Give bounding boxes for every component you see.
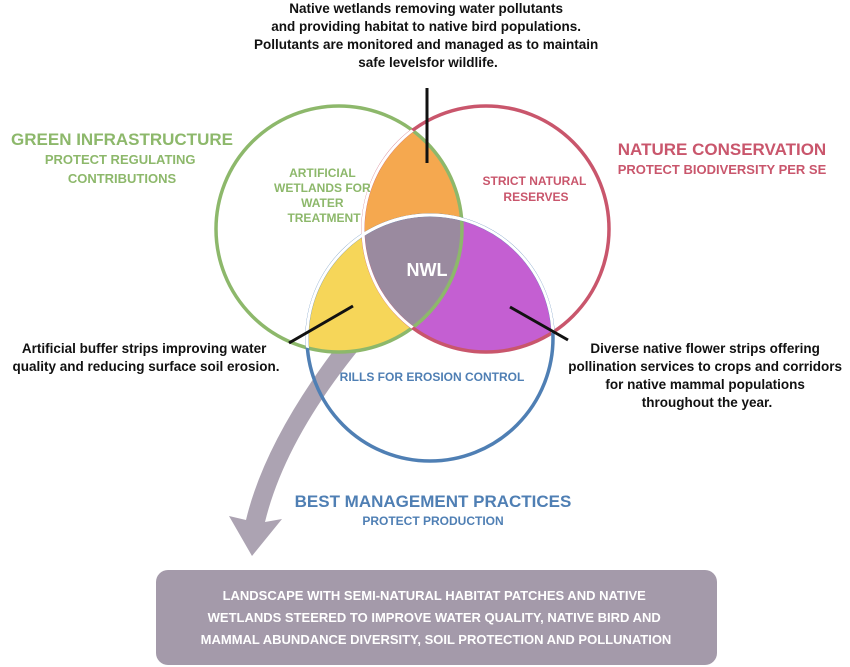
summary-box [156, 570, 717, 665]
green-circle-label: ARTIFICIAL WETLANDS FOR WATER TREATMENT [274, 166, 374, 225]
top-annotation: Native wetlands removing water pollutant… [254, 1, 602, 70]
top-annotation-line: Pollutants are monitored and managed as … [254, 37, 598, 52]
summary-box-text: LANDSCAPE WITH SEMI-NATURAL HABITAT PATC… [201, 588, 672, 647]
curved-arrow [229, 342, 360, 556]
green-infrastructure-subtitle: PROTECT REGULATING CONTRIBUTIONS [45, 152, 199, 186]
top-annotation-line: and providing habitat to native bird pop… [271, 19, 581, 34]
right-pointer-line [509, 305, 569, 342]
nature-conservation-subtitle: PROTECT BIODIVERSITY PER SE [618, 162, 827, 177]
red-circle-label: STRICT NATURAL RESERVES [483, 174, 590, 204]
top-annotation-line: safe levelsfor wildlife. [358, 55, 498, 70]
center-label: NWL [407, 260, 448, 280]
blue-circle-label: RILLS FOR EROSION CONTROL [340, 370, 525, 384]
best-management-title: BEST MANAGEMENT PRACTICES [295, 492, 572, 511]
nature-conservation-title: NATURE CONSERVATION [618, 140, 826, 159]
left-pointer-line [288, 304, 354, 345]
green-infrastructure-title: GREEN INFRASTRUCTURE [11, 130, 233, 149]
top-annotation-line: Native wetlands removing water pollutant… [289, 1, 563, 16]
right-annotation: Diverse native flower strips offering po… [568, 341, 846, 410]
best-management-subtitle: PROTECT PRODUCTION [362, 514, 503, 528]
green-infrastructure-circle [214, 104, 464, 354]
left-annotation: Artificial buffer strips improving water… [12, 341, 279, 374]
